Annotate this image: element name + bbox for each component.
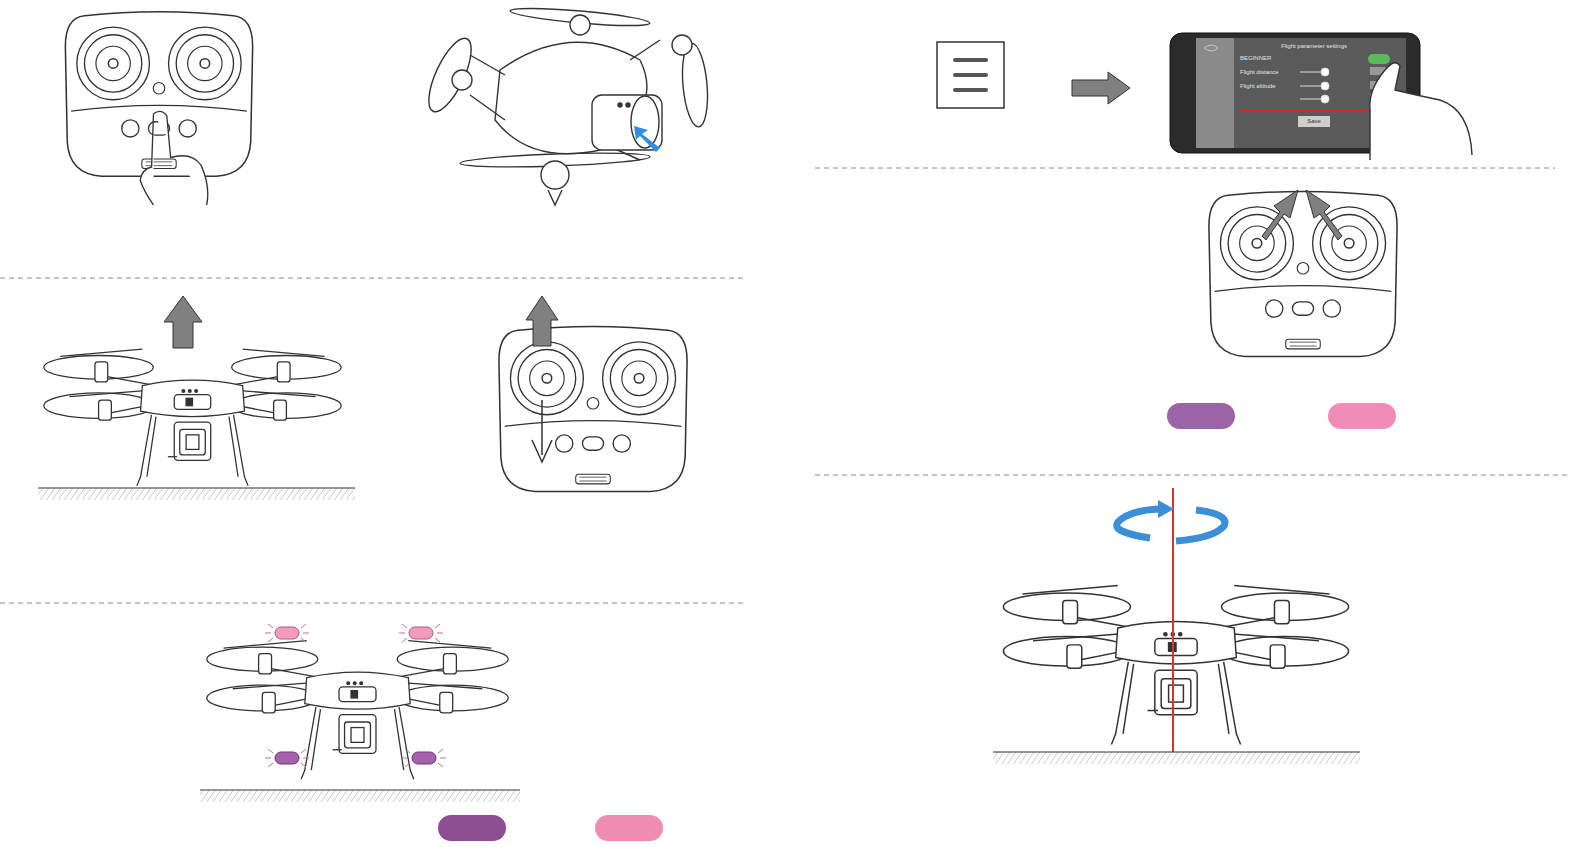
up-arrow: [164, 296, 202, 348]
drone-battery: [420, 5, 710, 205]
color-swatch: [595, 815, 663, 841]
setting-label: Flight altitude: [1240, 83, 1276, 90]
button-label: Save: [1307, 118, 1321, 125]
color-swatch: [438, 815, 506, 841]
mode-label: BEGINNER: [1240, 55, 1271, 62]
rotate-arrow: [1117, 509, 1160, 538]
hand: [140, 111, 208, 205]
axis: [1172, 488, 1174, 752]
screen-title: Flight parameter settings: [1281, 43, 1347, 50]
controller: [499, 326, 687, 491]
controller: [65, 12, 252, 176]
setting-label: Flight distance: [1240, 69, 1279, 76]
ground: [38, 488, 355, 500]
drone-front: [207, 641, 508, 780]
color-swatch: [1167, 403, 1235, 429]
drone-front: [44, 349, 341, 486]
push-arrow: [634, 126, 660, 152]
hand: [1370, 63, 1472, 160]
color-swatch: [1328, 403, 1396, 429]
menu-icon: [937, 42, 1004, 108]
drone-front: [1003, 586, 1348, 745]
led-lights: [265, 624, 446, 767]
arrow: [1072, 72, 1130, 104]
controller: [1209, 191, 1397, 356]
